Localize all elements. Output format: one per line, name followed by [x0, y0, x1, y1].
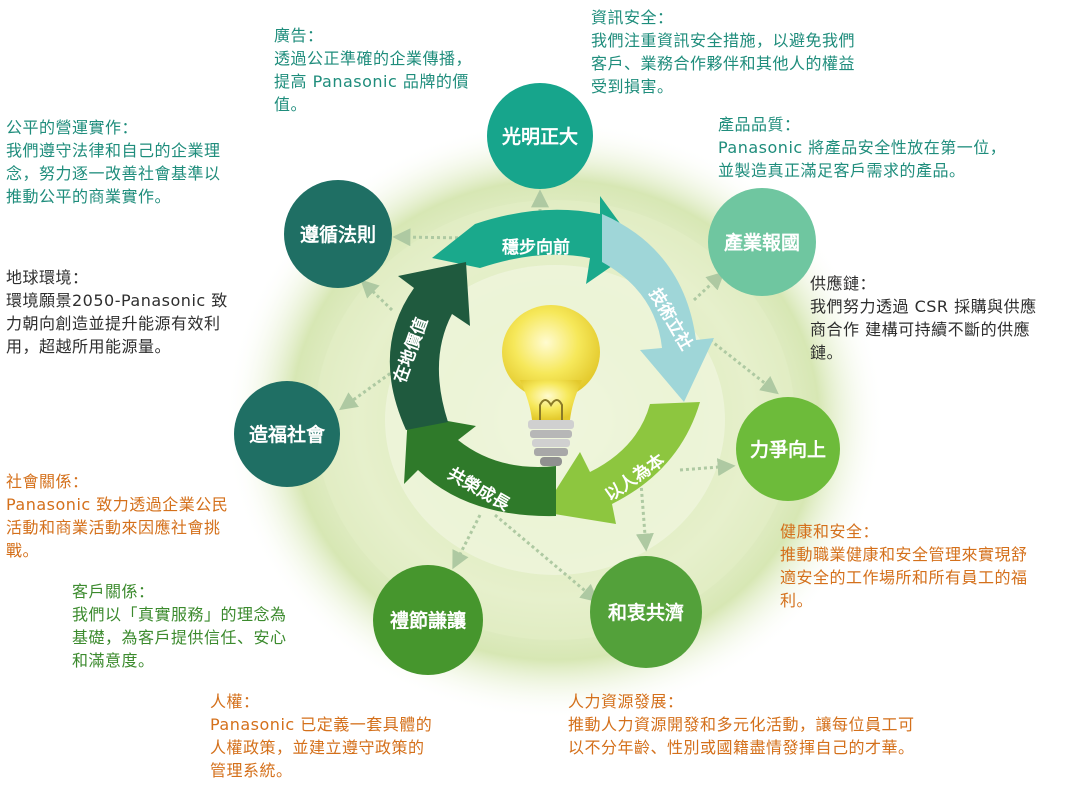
connector-to-zaofu — [339, 368, 396, 411]
note-quality: 產品品質： Panasonic 將產品安全性放在第一位， 並製造真正滿足客戶需求… — [718, 113, 1006, 182]
note-fair-line: 我們遵守法律和自己的企業理 — [6, 141, 221, 160]
note-supply-line: 商合作 建構可持續不斷的供應 — [810, 320, 1031, 339]
note-health-line: 利。 — [780, 591, 814, 610]
note-health-title: 健康和安全： — [780, 522, 880, 541]
note-fair-line: 念，努力逐一改善社會基準以 — [6, 164, 221, 183]
note-hr-dev-line: 以不分年齡、性別或國籍盡情發揮自己的才華。 — [568, 738, 915, 757]
note-customer-title: 客戶關係： — [72, 582, 155, 601]
circle-label-guangming: 光明正大 — [501, 125, 578, 148]
note-quality-title: 產品品質： — [718, 115, 801, 134]
note-earth-line: 用，超越所用能源量。 — [6, 337, 172, 356]
note-ads-line: 提高 Panasonic 品牌的價 — [274, 72, 469, 91]
note-infosec-line: 受到損害。 — [591, 77, 674, 96]
circle-label-chanye: 產業報國 — [724, 231, 800, 254]
note-social-title: 社會關係： — [6, 472, 89, 491]
note-human-rights-line: 人權政策，並建立遵守政策的 — [210, 738, 425, 757]
connector-yiren-to-lizheng — [679, 458, 736, 477]
arrow-band-jishu — [602, 214, 714, 402]
connector-zaidi-to-zunxun — [360, 279, 394, 312]
note-infosec-title: 資訊安全： — [591, 8, 674, 27]
note-earth-title: 地球環境： — [6, 268, 89, 287]
note-supply: 供應鏈： 我們努力透過 CSR 採購與供應 商合作 建構可持續不斷的供應 鏈。 — [810, 272, 1037, 364]
note-social: 社會關係： Panasonic 致力透過企業公民 活動和商業活動來因應社會挑 戰… — [6, 470, 228, 562]
note-earth-line: 環境願景2050-Panasonic 致 — [6, 291, 228, 310]
note-social-line: 戰。 — [6, 541, 40, 560]
arrow-band-wenbu — [432, 196, 638, 284]
note-ads-line: 透過公正準確的企業傳播， — [274, 49, 473, 68]
note-infosec-line: 客戶、業務合作夥伴和其他人的權益 — [591, 54, 856, 73]
note-fair-title: 公平的營運實作： — [6, 118, 139, 137]
note-infosec-line: 我們注重資訊安全措施，以避免我們 — [591, 31, 856, 50]
arrow-label-wenbu: 穩步向前 — [502, 237, 570, 258]
note-customer-line: 我們以「真實服務」的理念為 — [72, 605, 287, 624]
value-circle-lizheng: 力爭向上 — [736, 397, 840, 501]
note-quality-line: Panasonic 將產品安全性放在第一位， — [718, 138, 1007, 157]
note-ads-line: 值。 — [274, 95, 308, 114]
note-customer-line: 和滿意度。 — [72, 651, 155, 670]
value-circle-zaofu: 造福社會 — [234, 381, 340, 487]
connector-to-lizheng — [709, 338, 779, 395]
note-human-rights-title: 人權： — [210, 692, 260, 711]
connector-to-chanye — [692, 271, 725, 302]
note-ads-title: 廣告： — [274, 26, 324, 45]
note-supply-line: 鏈。 — [810, 343, 844, 362]
value-circle-guangming: 光明正大 — [487, 83, 593, 189]
note-social-line: Panasonic 致力透過企業公民 — [6, 495, 229, 514]
note-earth-line: 力朝向創造並提升能源有效利 — [6, 314, 221, 333]
arrow-band-yiren — [542, 402, 700, 524]
value-circle-chanye: 產業報國 — [708, 188, 816, 296]
note-ads: 廣告： 透過公正準確的企業傳播， 提高 Panasonic 品牌的價 值。 — [274, 24, 472, 116]
arrow-band-zaidi — [389, 262, 470, 430]
note-supply-title: 供應鏈： — [810, 274, 877, 293]
note-hr-dev: 人力資源發展： 推動人力資源開發和多元化活動，讓每位員工可 以不分年齡、性別或國… — [568, 690, 915, 759]
note-human-rights-line: 管理系統。 — [210, 761, 293, 780]
value-circle-zunxun: 遵循法則 — [284, 180, 392, 288]
note-health-line: 適安全的工作場所和所有員工的福 — [780, 568, 1028, 587]
note-hr-dev-line: 推動人力資源開發和多元化活動，讓每位員工可 — [568, 715, 915, 734]
circle-label-lijie: 禮節謙讓 — [390, 609, 467, 632]
note-customer-line: 基礎，為客戶提供信任、安心 — [72, 628, 287, 647]
note-quality-line: 並製造真正滿足客戶需求的產品。 — [718, 161, 966, 180]
note-customer: 客戶關係： 我們以「真實服務」的理念為 基礎，為客戶提供信任、安心 和滿意度。 — [72, 580, 287, 672]
note-health: 健康和安全： 推動職業健康和安全管理來實現舒 適安全的工作場所和所有員工的福 利… — [780, 520, 1028, 612]
note-earth: 地球環境： 環境願景2050-Panasonic 致 力朝向創造並提升能源有效利… — [6, 266, 228, 358]
arrow-band-gongrong — [404, 414, 556, 517]
light-bulb-icon — [502, 305, 600, 466]
circle-label-hezhong: 和衷共濟 — [608, 601, 684, 624]
note-human-rights: 人權： Panasonic 已定義一套具體的 人權政策，並建立遵守政策的 管理系… — [210, 690, 432, 782]
note-social-line: 活動和商業活動來因應社會挑 — [6, 518, 221, 537]
note-health-line: 推動職業健康和安全管理來實現舒 — [780, 545, 1028, 564]
note-human-rights-line: Panasonic 已定義一套具體的 — [210, 715, 433, 734]
note-supply-line: 我們努力透過 CSR 採購與供應 — [810, 297, 1037, 316]
value-circle-hezhong: 和衷共濟 — [590, 556, 702, 668]
note-fair-line: 推動公平的商業實作。 — [6, 187, 172, 206]
note-hr-dev-title: 人力資源發展： — [568, 692, 684, 711]
circle-label-zaofu: 造福社會 — [249, 423, 326, 446]
connector-gongrong-to-hezhong — [494, 513, 599, 603]
value-circle-lijie: 禮節謙讓 — [373, 565, 483, 675]
note-fair: 公平的營運實作： 我們遵守法律和自己的企業理 念，努力逐一改善社會基準以 推動公… — [6, 116, 221, 208]
note-infosec: 資訊安全： 我們注重資訊安全措施，以避免我們 客戶、業務合作夥伴和其他人的權益 … — [591, 6, 855, 98]
circle-label-lizheng: 力爭向上 — [750, 438, 826, 461]
cycle-arrows — [389, 196, 714, 524]
circle-label-zunxun: 遵循法則 — [300, 223, 376, 246]
